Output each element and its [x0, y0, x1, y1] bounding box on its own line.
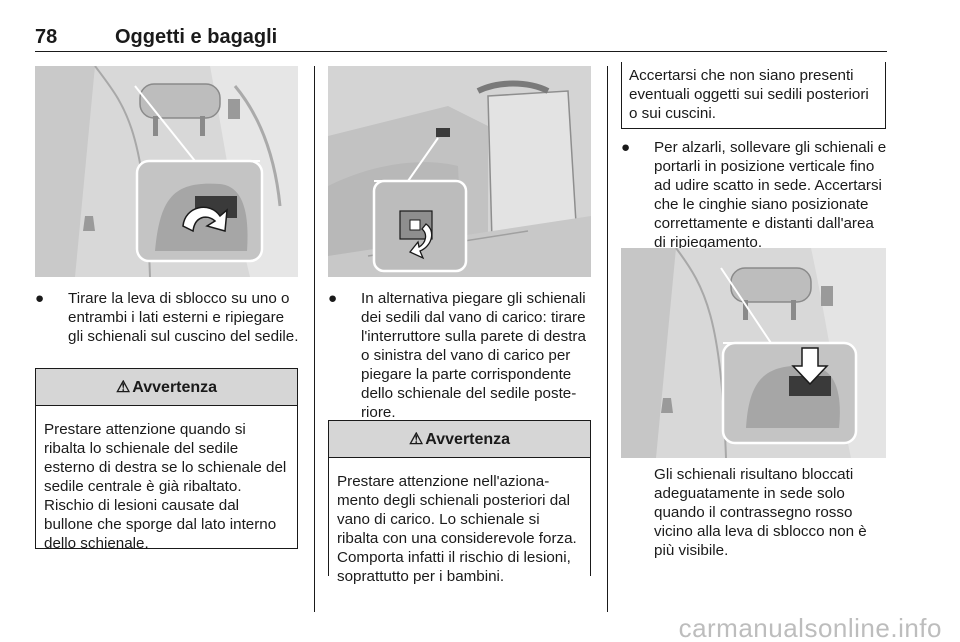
bullet-marker: ● — [621, 139, 631, 156]
bullet-marker: ● — [328, 290, 338, 307]
page-header: 78 Oggetti e bagagli — [35, 22, 887, 52]
seat-release-lever-illustration — [35, 66, 298, 277]
column-divider-2 — [607, 66, 609, 612]
warning-header: ⚠Avvertenza — [36, 369, 297, 406]
warning-box: ⚠Avvertenza Prestare attenzione nell'azi… — [328, 420, 591, 585]
warning-title: Avvertenza — [425, 431, 511, 448]
bullet-marker: ● — [35, 290, 45, 307]
bullet-text: Tirare la leva di sblocco su uno o entra… — [68, 290, 299, 345]
warning-body: Prestare attenzione quando si ribalta lo… — [44, 421, 287, 552]
warning-continuation: Accertarsi che non siano presenti eventu… — [621, 62, 886, 129]
warning-header: ⚠Avvertenza — [329, 421, 590, 458]
warning-box: ⚠Avvertenza Prestare attenzione quando s… — [35, 368, 298, 552]
warning-icon: ⚠ — [408, 431, 424, 448]
page-number: 78 — [35, 26, 58, 48]
warning-body: Prestare attenzione nell'aziona­mento de… — [337, 473, 577, 585]
watermark: carmanualsonline.info — [678, 613, 942, 642]
list-item: ● Tirare la leva di sblocco su uno o ent… — [35, 289, 301, 346]
warning-icon: ⚠ — [115, 379, 131, 396]
bullet-text: Per alzarli, sollevare gli schienali e p… — [654, 139, 887, 251]
column-divider-1 — [314, 66, 316, 612]
illustration-caption: Gli schienali risultano bloccati adeguat… — [654, 466, 867, 559]
cargo-release-switch-illustration — [328, 66, 591, 277]
list-item: ● In alternativa piegare gli schienali d… — [328, 289, 592, 422]
bullet-text: In alternativa piegare gli schienali dei… — [361, 290, 586, 421]
list-item: ● Per alzarli, sollevare gli schienali e… — [621, 138, 889, 252]
locked-indicator-illustration — [621, 248, 886, 458]
page-title: Oggetti e bagagli — [115, 26, 278, 48]
warning-title: Avvertenza — [132, 379, 218, 396]
